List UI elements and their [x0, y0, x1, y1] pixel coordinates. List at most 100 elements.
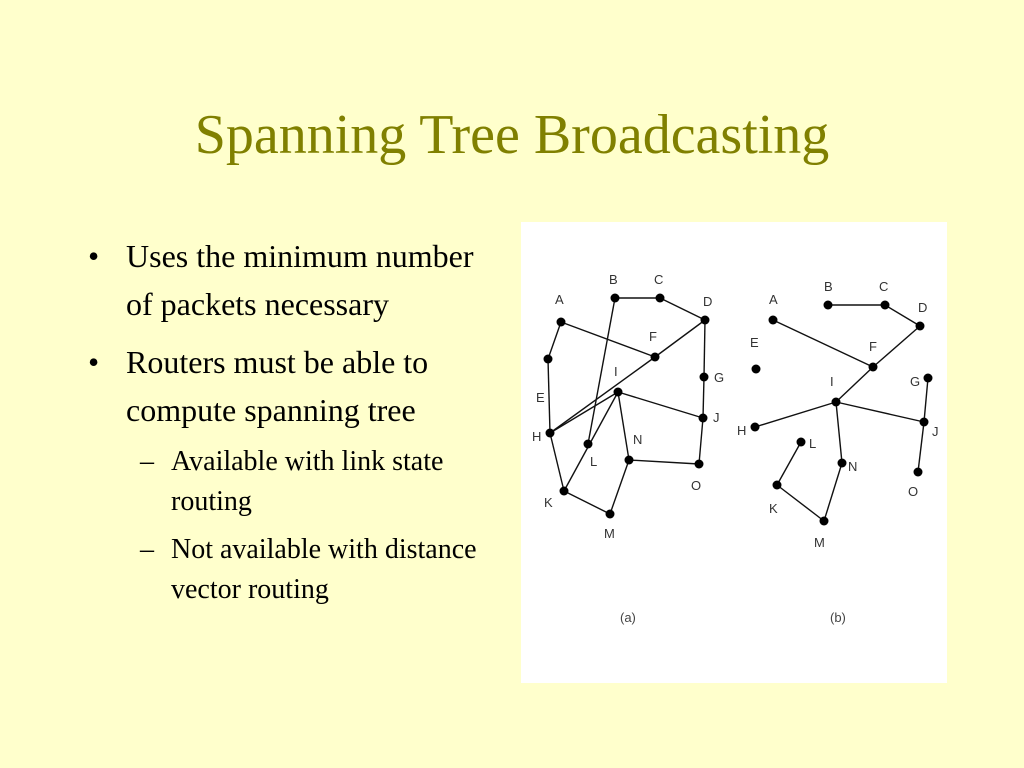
- node-label-K: K: [544, 495, 553, 510]
- node-label-L: L: [809, 436, 816, 451]
- node-B: [823, 300, 833, 310]
- node-G: [699, 372, 709, 382]
- node-label-N: N: [633, 432, 642, 447]
- node-C: [655, 293, 665, 303]
- node-M: [819, 516, 829, 526]
- edge-K-L: [776, 441, 802, 486]
- node-L: [583, 439, 593, 449]
- node-label-E: E: [536, 390, 545, 405]
- node-label-J: J: [932, 424, 939, 439]
- edge-J-O: [917, 421, 925, 473]
- node-label-I: I: [830, 374, 834, 389]
- bullet-marker: •: [88, 344, 100, 380]
- sub-bullet-text: Available with link state routing: [171, 446, 444, 517]
- sub-bullet-list: – Available with link state routing – No…: [126, 442, 508, 610]
- node-A: [556, 317, 566, 327]
- edge-M-N: [609, 459, 630, 515]
- edge-D-G: [703, 319, 706, 378]
- slide-title: Spanning Tree Broadcasting: [194, 104, 830, 166]
- edge-N-O: [628, 459, 700, 465]
- node-label-F: F: [869, 339, 877, 354]
- edge-O-J: [698, 417, 704, 465]
- node-label-G: G: [714, 370, 724, 385]
- node-label-I: I: [614, 364, 618, 379]
- node-label-M: M: [814, 535, 825, 550]
- edge-I-N: [835, 401, 843, 464]
- edge-A-F: [772, 319, 874, 368]
- bullet-text: Routers must be able to compute spanning…: [126, 344, 429, 428]
- caption-b: (b): [830, 610, 846, 625]
- node-I: [831, 397, 841, 407]
- edge-E-H: [547, 358, 551, 434]
- node-label-F: F: [649, 329, 657, 344]
- node-O: [694, 459, 704, 469]
- sub-bullet-item: – Not available with distance vector rou…: [126, 530, 508, 610]
- node-M: [605, 509, 615, 519]
- edge-I-H: [754, 401, 837, 428]
- node-L: [796, 437, 806, 447]
- edge-C-D: [659, 297, 706, 321]
- node-C: [880, 300, 890, 310]
- sub-bullet-marker: –: [140, 446, 154, 477]
- edge-N-M: [823, 462, 843, 522]
- node-G: [923, 373, 933, 383]
- edge-H-K: [549, 432, 565, 492]
- node-label-A: A: [769, 292, 778, 307]
- edge-F-H: [549, 356, 656, 434]
- edge-G-J: [702, 376, 705, 419]
- edge-C-D: [884, 304, 921, 327]
- node-N: [837, 458, 847, 468]
- node-K: [559, 486, 569, 496]
- node-H: [545, 428, 555, 438]
- node-N: [624, 455, 634, 465]
- bullet-item: • Uses the minimum number of packets nec…: [88, 232, 508, 328]
- node-label-H: H: [532, 429, 541, 444]
- node-J: [698, 413, 708, 423]
- sub-bullet-item: – Available with link state routing: [126, 442, 508, 522]
- edge-D-F: [872, 325, 921, 368]
- node-F: [650, 352, 660, 362]
- node-H: [750, 422, 760, 432]
- edge-M-K: [776, 484, 825, 522]
- node-label-J: J: [713, 410, 720, 425]
- node-K: [772, 480, 782, 490]
- node-label-G: G: [910, 374, 920, 389]
- edge-D-F: [654, 319, 706, 358]
- node-label-B: B: [824, 279, 833, 294]
- edge-I-H: [549, 391, 619, 434]
- node-D: [915, 321, 925, 331]
- edge-I-N: [617, 391, 630, 461]
- edge-I-J: [617, 391, 704, 419]
- node-label-A: A: [555, 292, 564, 307]
- edge-A-E: [547, 321, 562, 360]
- edge-K-M: [563, 490, 611, 515]
- node-E: [751, 364, 761, 374]
- edge-G-J: [923, 377, 929, 423]
- node-label-D: D: [918, 300, 927, 315]
- bullet-item: • Routers must be able to compute spanni…: [88, 338, 508, 610]
- sub-bullet-marker: –: [140, 534, 154, 565]
- node-label-O: O: [908, 484, 918, 499]
- edge-I-J: [835, 401, 925, 423]
- node-label-E: E: [750, 335, 759, 350]
- node-label-O: O: [691, 478, 701, 493]
- edge-B-L: [587, 297, 616, 445]
- sub-bullet-text: Not available with distance vector routi…: [171, 534, 477, 605]
- bullet-text: Uses the minimum number of packets neces…: [126, 238, 474, 322]
- node-J: [919, 417, 929, 427]
- node-I: [613, 387, 623, 397]
- node-label-H: H: [737, 423, 746, 438]
- node-label-D: D: [703, 294, 712, 309]
- node-label-L: L: [590, 454, 597, 469]
- node-A: [768, 315, 778, 325]
- node-B: [610, 293, 620, 303]
- bullet-list: • Uses the minimum number of packets nec…: [88, 232, 508, 620]
- node-E: [543, 354, 553, 364]
- node-O: [913, 467, 923, 477]
- bullet-marker: •: [88, 238, 100, 274]
